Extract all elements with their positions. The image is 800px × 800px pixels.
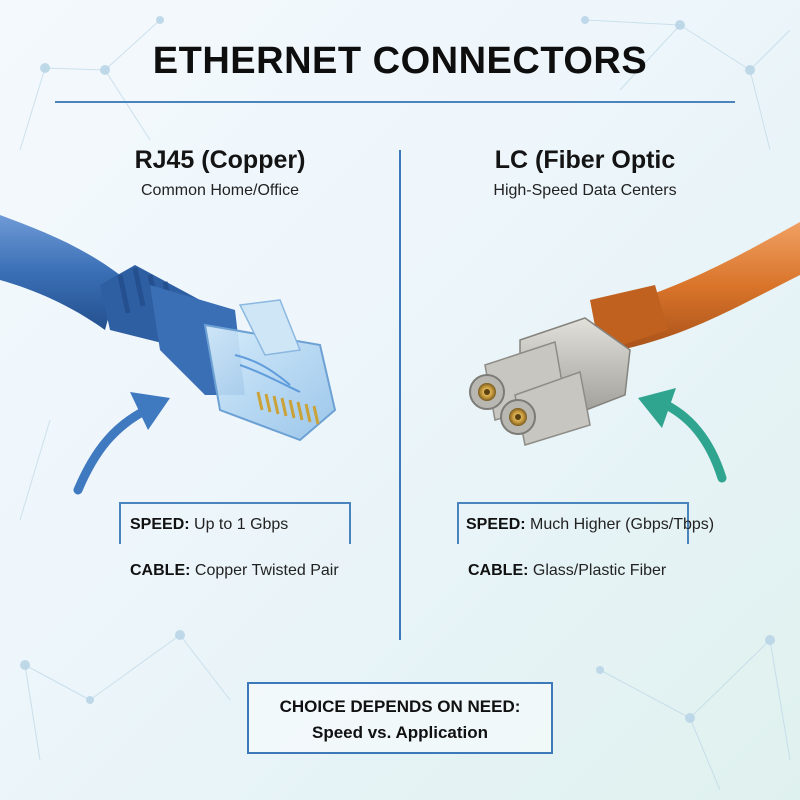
conclusion-line-2: Speed vs. Application — [311, 723, 489, 742]
lc-subheading: High-Speed Data Centers — [493, 182, 677, 199]
lc-spec-frame — [457, 502, 689, 544]
conclusion-box: CHOICE DEPENDS ON NEED: Speed vs. Applic… — [247, 682, 553, 754]
rj45-heading: RJ45 (Copper) — [134, 146, 306, 174]
lc-speed: SPEED: Much Higher (Gbps/Tbps) — [466, 516, 714, 534]
lc-heading: LC (Fiber Optic — [494, 146, 676, 174]
rj45-speed: SPEED: Up to 1 Gbps — [130, 516, 288, 534]
rj45-cable-value: Copper Twisted Pair — [194, 562, 339, 579]
lc-cable-label: CABLE: — [468, 562, 529, 579]
lc-fiber-connector-icon — [469, 222, 800, 446]
rj45-cable-label: CABLE: — [130, 562, 191, 579]
title-underline — [55, 101, 735, 103]
lc-speed-label: SPEED: — [466, 516, 526, 533]
rj45-cable: CABLE: Copper Twisted Pair — [130, 562, 339, 580]
rj45-subheading: Common Home/Office — [141, 182, 299, 199]
rj45-connector-icon — [0, 215, 337, 442]
lc-cable-value: Glass/Plastic Fiber — [532, 562, 667, 579]
lc-cable: CABLE: Glass/Plastic Fiber — [468, 562, 666, 580]
center-divider — [399, 150, 401, 640]
left-curved-arrow — [73, 403, 155, 495]
rj45-speed-value: Up to 1 Gbps — [194, 516, 289, 533]
conclusion-line-1: CHOICE DEPENDS ON NEED: — [279, 697, 521, 716]
right-curved-arrow — [655, 397, 727, 483]
lc-speed-value: Much Higher (Gbps/Tbps) — [530, 516, 715, 533]
page-title: ETHERNET CONNECTORS — [152, 40, 648, 82]
rj45-speed-label: SPEED: — [130, 516, 190, 533]
rj45-spec-frame — [119, 502, 351, 544]
